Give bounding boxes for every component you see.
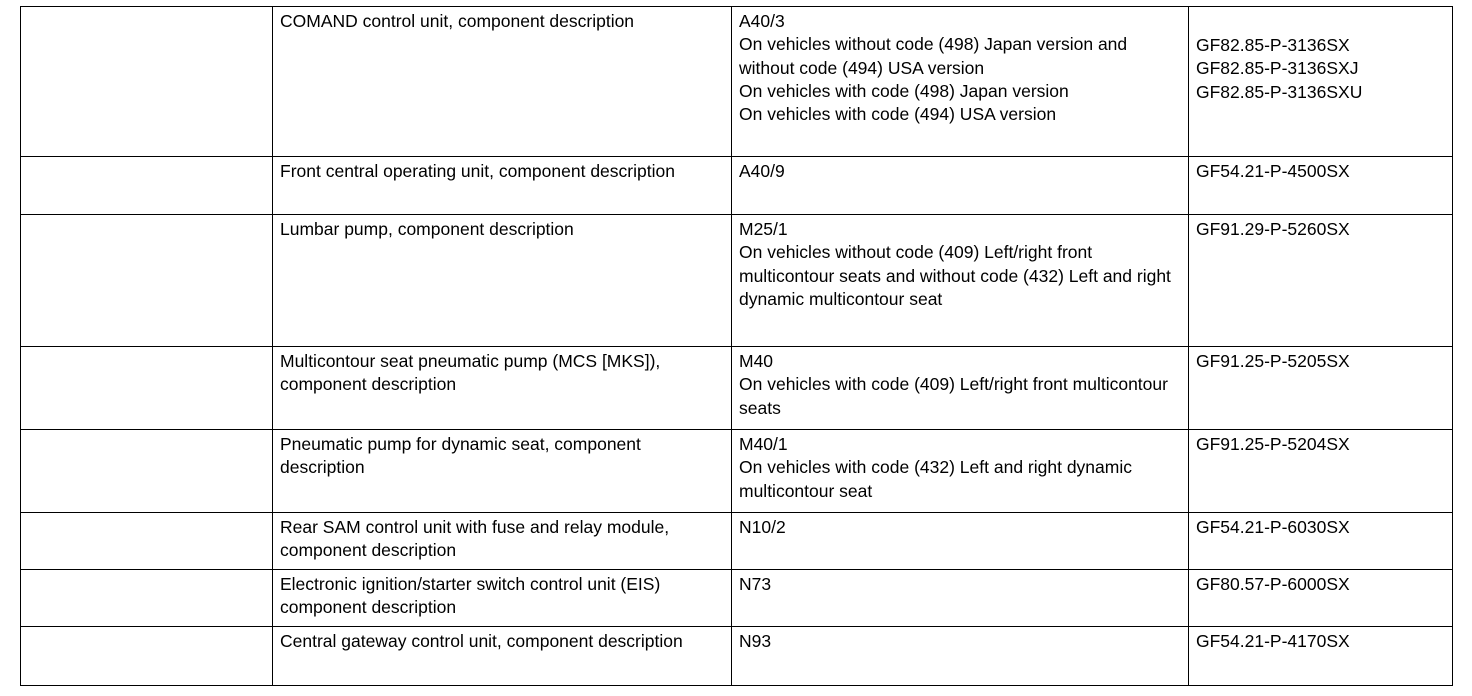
cell-document-number: GF82.85-P-3136SX GF82.85-P-3136SXJ GF82.… — [1188, 6, 1453, 157]
cell-description: Multicontour seat pneumatic pump (MCS [M… — [272, 346, 732, 430]
table-body: COMAND control unit, component descripti… — [20, 6, 1453, 686]
component-reference-table-container: COMAND control unit, component descripti… — [20, 6, 1453, 686]
cell-designation: N93 — [731, 626, 1189, 686]
designation-line: On vehicles with code (432) Left and rig… — [739, 457, 1132, 501]
document-number: GF91.25-P-5204SX — [1196, 434, 1350, 454]
cell-description: COMAND control unit, component descripti… — [272, 6, 732, 157]
designation-line: A40/9 — [739, 161, 785, 181]
designation-line: M25/1 — [739, 219, 788, 239]
cell-blank — [20, 6, 273, 157]
document-number: GF82.85-P-3136SX — [1196, 34, 1350, 55]
cell-designation: M40 On vehicles with code (409) Left/rig… — [731, 346, 1189, 430]
cell-blank — [20, 626, 273, 686]
cell-designation: M25/1 On vehicles without code (409) Lef… — [731, 214, 1189, 347]
designation-line: N10/2 — [739, 517, 786, 537]
table-row: Pneumatic pump for dynamic seat, compone… — [20, 429, 1453, 513]
document-number-spacer — [1196, 10, 1445, 34]
cell-document-number: GF54.21-P-4170SX — [1188, 626, 1453, 686]
table-row: Rear SAM control unit with fuse and rela… — [20, 512, 1453, 570]
cell-document-number: GF91.25-P-5204SX — [1188, 429, 1453, 513]
designation-line: On vehicles without code (409) Left/righ… — [739, 242, 1171, 309]
designation-line: On vehicles with code (498) Japan versio… — [739, 80, 1069, 101]
document-number: GF54.21-P-6030SX — [1196, 517, 1350, 537]
cell-designation: M40/1 On vehicles with code (432) Left a… — [731, 429, 1189, 513]
document-number: GF91.25-P-5205SX — [1196, 351, 1350, 371]
cell-designation: A40/3 On vehicles without code (498) Jap… — [731, 6, 1189, 157]
description-text: Rear SAM control unit with fuse and rela… — [280, 517, 670, 561]
cell-description: Pneumatic pump for dynamic seat, compone… — [272, 429, 732, 513]
cell-blank — [20, 156, 273, 215]
table-row: COMAND control unit, component descripti… — [20, 6, 1453, 157]
cell-document-number: GF80.57-P-6000SX — [1188, 569, 1453, 627]
document-number: GF91.29-P-5260SX — [1196, 219, 1350, 239]
description-text: Front central operating unit, component … — [280, 161, 675, 181]
table-row: Lumbar pump, component description M25/1… — [20, 214, 1453, 347]
table-row: Front central operating unit, component … — [20, 156, 1453, 215]
cell-designation: N73 — [731, 569, 1189, 627]
component-reference-table: COMAND control unit, component descripti… — [20, 6, 1453, 686]
description-text: Electronic ignition/starter switch contr… — [280, 574, 661, 618]
designation-line: N93 — [739, 631, 772, 651]
document-number: GF80.57-P-6000SX — [1196, 574, 1350, 594]
cell-description: Lumbar pump, component description — [272, 214, 732, 347]
description-text: Central gateway control unit, component … — [280, 631, 683, 651]
cell-blank — [20, 569, 273, 627]
designation-line: On vehicles with code (494) USA version — [739, 104, 1057, 125]
document-number: GF82.85-P-3136SXU — [1196, 81, 1363, 102]
cell-blank — [20, 346, 273, 430]
cell-blank — [20, 429, 273, 513]
designation-line: On vehicles without code (498) Japan ver… — [739, 34, 1128, 78]
cell-description: Rear SAM control unit with fuse and rela… — [272, 512, 732, 570]
designation-line: On vehicles with code (409) Left/right f… — [739, 374, 1168, 418]
designation-line: N73 — [739, 574, 772, 594]
cell-document-number: GF54.21-P-6030SX — [1188, 512, 1453, 570]
table-row: Central gateway control unit, component … — [20, 626, 1453, 686]
cell-blank — [20, 512, 273, 570]
table-row: Multicontour seat pneumatic pump (MCS [M… — [20, 346, 1453, 430]
document-number: GF54.21-P-4500SX — [1196, 161, 1350, 181]
designation-line: A40/3 — [739, 11, 785, 31]
cell-document-number: GF54.21-P-4500SX — [1188, 156, 1453, 215]
cell-description: Front central operating unit, component … — [272, 156, 732, 215]
table-row: Electronic ignition/starter switch contr… — [20, 569, 1453, 627]
cell-blank — [20, 214, 273, 347]
cell-designation: A40/9 — [731, 156, 1189, 215]
designation-line: M40/1 — [739, 434, 788, 454]
document-number: GF54.21-P-4170SX — [1196, 631, 1350, 651]
description-text: Pneumatic pump for dynamic seat, compone… — [280, 434, 641, 478]
description-text: COMAND control unit, component descripti… — [280, 11, 635, 31]
cell-description: Central gateway control unit, component … — [272, 626, 732, 686]
description-text: Lumbar pump, component description — [280, 219, 574, 239]
cell-description: Electronic ignition/starter switch contr… — [272, 569, 732, 627]
cell-document-number: GF91.25-P-5205SX — [1188, 346, 1453, 430]
description-text: Multicontour seat pneumatic pump (MCS [M… — [280, 351, 661, 395]
cell-document-number: GF91.29-P-5260SX — [1188, 214, 1453, 347]
designation-line: M40 — [739, 351, 774, 371]
cell-designation: N10/2 — [731, 512, 1189, 570]
document-number: GF82.85-P-3136SXJ — [1196, 58, 1359, 78]
